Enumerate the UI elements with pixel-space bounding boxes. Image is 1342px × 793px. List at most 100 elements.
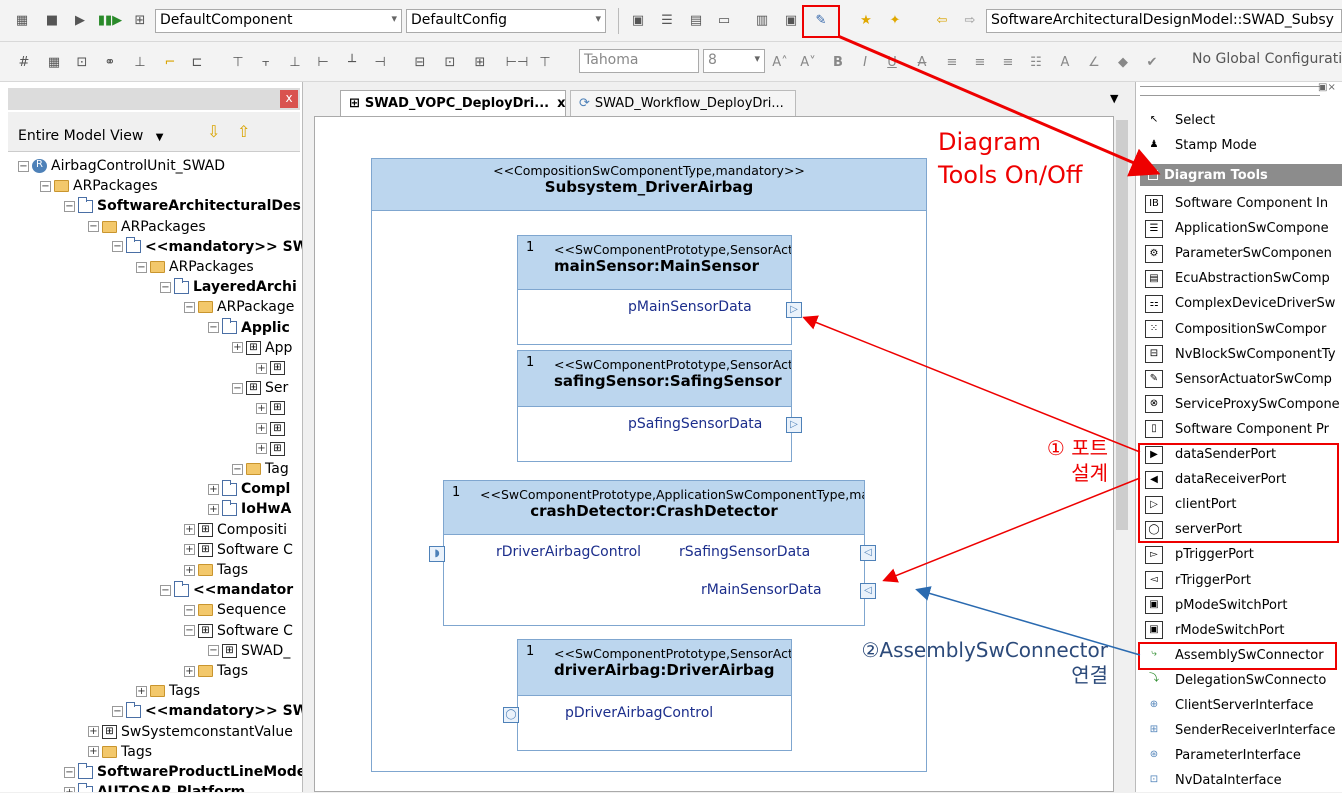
expand-toggle-icon[interactable]: + — [184, 524, 195, 536]
expand-toggle-icon[interactable]: − — [112, 705, 123, 717]
palette-item[interactable]: ▯Software Component Pr — [1140, 417, 1342, 442]
font-name-combo[interactable]: Tahoma — [579, 49, 699, 73]
space-vertical-icon[interactable]: ⊤ — [539, 54, 551, 70]
tab-list-dropdown[interactable]: ▼ — [1110, 92, 1119, 105]
tab-close-button[interactable]: x — [557, 96, 566, 111]
diagram-tools-toggle-icon[interactable]: ✎ — [815, 12, 827, 28]
tree-item[interactable]: −Sequence — [184, 600, 286, 620]
table-icon[interactable]: ▤ — [689, 12, 703, 28]
view-selector[interactable]: Entire Model View ▼ — [18, 128, 163, 144]
tree-item[interactable]: +⊞Compositi — [184, 520, 287, 540]
align-left-icon[interactable]: ⊢ — [317, 54, 329, 70]
tree-item[interactable]: +⊞ — [256, 419, 289, 439]
italic-icon[interactable]: I — [863, 54, 867, 70]
back-arrow-icon[interactable]: ⇦ — [936, 12, 948, 28]
format-painter-icon[interactable]: ✔ — [1146, 54, 1158, 70]
palette-item[interactable]: ✎SensorActuatorSwComp — [1140, 367, 1342, 392]
strikethrough-icon[interactable]: A — [917, 54, 927, 70]
tree-item[interactable]: −ARPackages — [40, 176, 158, 196]
expand-toggle-icon[interactable]: + — [184, 665, 195, 677]
bold-icon[interactable]: B — [833, 54, 843, 70]
tree-item[interactable]: −LayeredArchi — [160, 277, 297, 297]
tree-item[interactable]: −Tag — [232, 459, 289, 479]
expand-toggle-icon[interactable]: + — [256, 362, 267, 374]
run-icon[interactable]: ▶ — [75, 12, 85, 28]
rectangle-icon[interactable]: ⊏ — [191, 54, 203, 70]
build-icon[interactable]: ▦ — [15, 12, 29, 28]
component-safing-sensor[interactable]: 1 <<SwComponentPrototype,SensorActu safi… — [517, 350, 792, 462]
palette-item[interactable]: ◅rTriggerPort — [1140, 568, 1342, 593]
palette-item[interactable]: ⊗ServiceProxySwCompone — [1140, 392, 1342, 417]
palette-item[interactable]: ⁙CompositionSwCompor — [1140, 317, 1342, 342]
server-port-icon[interactable]: ◯ — [503, 707, 519, 723]
palette-item[interactable]: ▶dataSenderPort — [1140, 442, 1342, 467]
expand-toggle-icon[interactable]: + — [184, 564, 195, 576]
expand-toggle-icon[interactable]: + — [256, 423, 267, 435]
tree-item[interactable]: −⊞SWAD_ — [208, 641, 290, 661]
tab-swad-workflow[interactable]: ⟳ SWAD_Workflow_DeployDri... — [570, 90, 796, 116]
tree-item[interactable]: +Tags — [136, 681, 200, 701]
component-icon[interactable]: ⊞ — [134, 12, 146, 28]
tree-item[interactable]: +Tags — [184, 661, 248, 681]
tree-item[interactable]: +IoHwA — [208, 499, 291, 519]
expand-toggle-icon[interactable]: − — [160, 584, 171, 596]
tree-item[interactable]: −ARPackages — [88, 217, 206, 237]
tree-item[interactable]: +⊞App — [232, 338, 292, 358]
same-width-icon[interactable]: ⊟ — [414, 54, 426, 70]
move-up-icon[interactable]: ⇧ — [237, 122, 251, 141]
expand-toggle-icon[interactable]: − — [184, 301, 195, 313]
palette-item[interactable]: ☰ApplicationSwCompone — [1140, 216, 1342, 241]
tree-item[interactable]: +AUTOSAR Platform — [64, 782, 245, 792]
align-top-icon[interactable]: ⊤ — [232, 54, 244, 70]
same-size-icon[interactable]: ⊞ — [474, 54, 486, 70]
tree-item[interactable]: −Applic — [208, 318, 290, 338]
palette-item[interactable]: ⊟NvBlockSwComponentTy — [1140, 342, 1342, 367]
tree-item[interactable]: −<<mandator — [160, 580, 293, 600]
sender-port-icon[interactable]: ▷ — [786, 302, 802, 318]
global-config-combo[interactable]: No Global Configurati — [1188, 49, 1342, 73]
space-horizontal-icon[interactable]: ⊢⊣ — [505, 54, 529, 70]
animate-icon[interactable]: ▮▮▶ — [97, 12, 123, 28]
tree-layout-icon[interactable]: ⚭ — [104, 54, 116, 70]
expand-toggle-icon[interactable]: − — [208, 322, 219, 334]
expand-toggle-icon[interactable]: + — [208, 503, 219, 515]
canvas-scrollbar-thumb[interactable] — [1116, 120, 1128, 530]
same-height-icon[interactable]: ⊡ — [444, 54, 456, 70]
expand-toggle-icon[interactable]: + — [208, 483, 219, 495]
diagram-canvas[interactable]: <<CompositionSwComponentType,mandatory>>… — [314, 116, 1114, 792]
component-combo[interactable]: DefaultComponent▾ — [155, 9, 402, 33]
align-text-center-icon[interactable]: ≡ — [974, 54, 986, 70]
browser-close-button[interactable]: x — [280, 90, 298, 108]
palette-item[interactable]: ▣rModeSwitchPort — [1140, 618, 1342, 643]
expand-toggle-icon[interactable]: − — [64, 200, 75, 212]
expand-toggle-icon[interactable]: + — [136, 685, 147, 697]
palette-item[interactable]: ◀dataReceiverPort — [1140, 467, 1342, 492]
align-text-left-icon[interactable]: ≡ — [946, 54, 958, 70]
expand-toggle-icon[interactable]: + — [184, 544, 195, 556]
expand-toggle-icon[interactable]: − — [184, 604, 195, 616]
expand-toggle-icon[interactable]: − — [184, 625, 195, 637]
tree-item[interactable]: +⊞ — [256, 398, 289, 418]
label-icon[interactable]: ⊡ — [76, 54, 88, 70]
model-path-field[interactable]: SoftwareArchitecturalDesignModel::SWAD_S… — [986, 9, 1342, 33]
layout-icon[interactable]: ▣ — [631, 12, 645, 28]
expand-toggle-icon[interactable]: − — [64, 766, 75, 778]
fill-color-icon[interactable]: ◆ — [1118, 54, 1128, 70]
tab-swad-vopc[interactable]: ⊞ SWAD_VOPC_DeployDri... x — [340, 90, 566, 116]
palette-stamp-mode[interactable]: ♟Stamp Mode — [1140, 133, 1342, 158]
palette-select[interactable]: ↖Select — [1140, 108, 1342, 133]
expand-toggle-icon[interactable]: − — [232, 463, 243, 475]
palette-item[interactable]: ⊛ParameterInterface — [1140, 743, 1342, 768]
palette-item[interactable]: ⤵DelegationSwConnecto — [1140, 668, 1342, 693]
expand-toggle-icon[interactable]: − — [88, 221, 99, 233]
align-icon[interactable]: ⊥ — [134, 54, 146, 70]
expand-toggle-icon[interactable]: − — [232, 382, 243, 394]
palette-item[interactable]: ⚙ParameterSwComponen — [1140, 241, 1342, 266]
grow-font-icon[interactable]: A˄ — [772, 54, 788, 70]
font-color-icon[interactable]: A — [1060, 54, 1070, 70]
align-middle-icon[interactable]: ⫟ — [262, 54, 270, 70]
expand-toggle-icon[interactable]: + — [88, 746, 99, 758]
tree-item[interactable]: +⊞Software C — [184, 540, 293, 560]
palette-item[interactable]: ▷clientPort — [1140, 492, 1342, 517]
